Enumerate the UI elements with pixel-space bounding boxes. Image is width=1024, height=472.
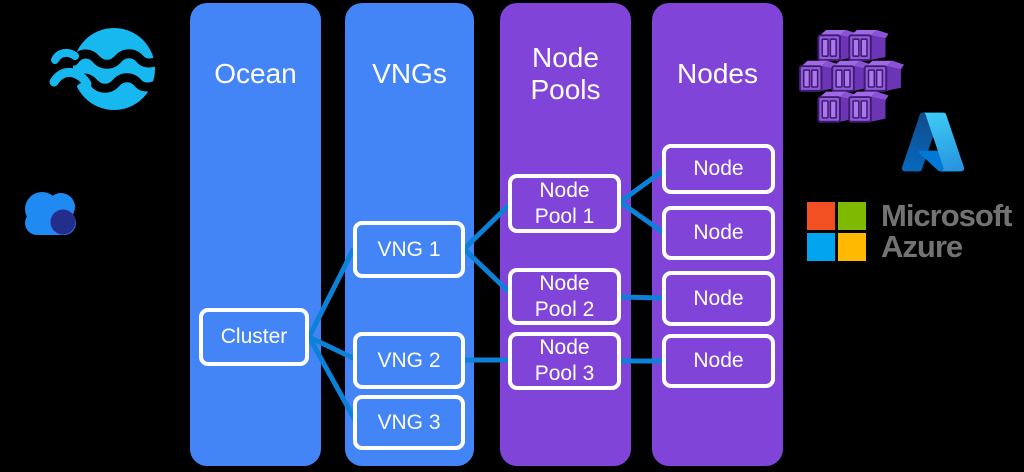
microsoft-wordmark: Microsoft	[881, 198, 1012, 233]
container-cluster-icon	[798, 28, 904, 123]
box-node-pool-3: Node Pool 3	[508, 332, 621, 390]
box-node-4: Node	[662, 334, 775, 388]
box-vng-3: VNG 3	[353, 395, 465, 450]
microsoft-azure-wordmark: Microsoft Azure	[881, 200, 1012, 262]
column-ocean: Ocean	[190, 3, 321, 466]
spot-ocean-logo	[49, 28, 160, 110]
box-node-1: Node	[662, 144, 775, 194]
microsoft-azure-logo: Microsoft Azure	[807, 199, 1012, 262]
column-vngs-title: VNGs	[372, 58, 447, 90]
column-nodes-title: Nodes	[677, 58, 758, 90]
box-node-pool-2: Node Pool 2	[508, 268, 621, 325]
column-ocean-title: Ocean	[214, 58, 297, 90]
microsoft-square-green	[838, 202, 866, 230]
azure-wordmark: Azure	[881, 229, 963, 264]
box-cluster: Cluster	[199, 308, 309, 366]
spot-logo	[25, 192, 76, 235]
box-node-2: Node	[662, 206, 775, 260]
box-node-pool-1: Node Pool 1	[508, 174, 621, 233]
microsoft-squares-icon	[807, 202, 866, 262]
box-node-3: Node	[662, 271, 775, 326]
box-vng-1: VNG 1	[353, 221, 465, 278]
microsoft-square-red	[807, 202, 835, 230]
microsoft-square-yellow	[838, 233, 866, 261]
microsoft-square-blue	[807, 233, 835, 261]
column-node-pools-title: Node Pools	[530, 42, 601, 105]
box-vng-2: VNG 2	[353, 332, 465, 389]
azure-a-icon	[901, 112, 965, 172]
column-nodes: Nodes	[652, 3, 783, 466]
